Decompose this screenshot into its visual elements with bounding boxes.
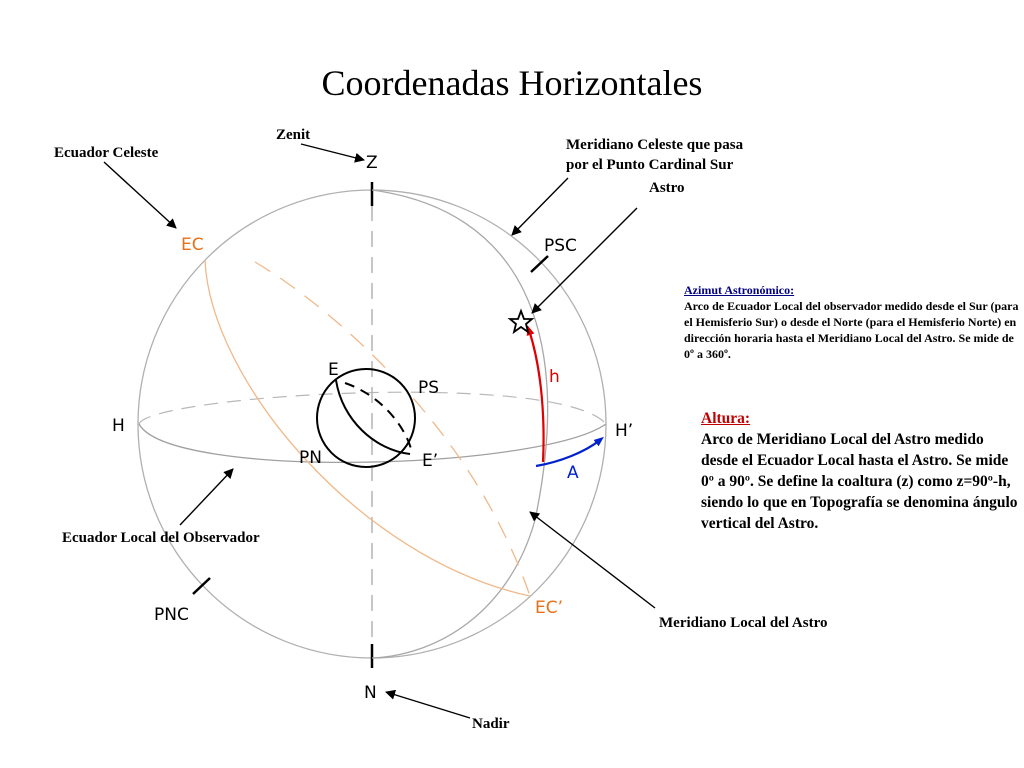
- page-title: Coordenadas Horizontales: [321, 63, 703, 103]
- ecuador-celeste-label: Ecuador Celeste: [54, 145, 159, 161]
- celestial-equator-back: [254, 261, 531, 597]
- astro-arrow: [531, 207, 638, 314]
- point-e-label: E: [328, 360, 339, 380]
- celestial-meridian: [371, 189, 549, 659]
- ecuador-local-arrow: [179, 468, 234, 526]
- astro-star-icon: [507, 308, 535, 335]
- ecuador-local-label: Ecuador Local del Observador: [62, 530, 260, 546]
- altura-heading: Altura:: [701, 410, 751, 427]
- altura-text: Arco de Meridiano Local del Astro medido…: [701, 431, 1018, 532]
- altura-arc: [526, 325, 545, 463]
- astro-label: Astro: [649, 180, 685, 196]
- point-ps-label: PS: [418, 378, 439, 398]
- meridiano-local-label: Meridiano Local del Astro: [659, 615, 827, 631]
- point-ec-prime-label: EC’: [535, 598, 563, 618]
- point-z-label: Z: [366, 153, 378, 173]
- point-a-azimut-label: A: [567, 463, 579, 483]
- point-e-prime-label: E’: [422, 451, 438, 471]
- point-h-altura-label: h: [549, 367, 560, 387]
- point-pn-label: PN: [299, 448, 322, 468]
- ecuador-celeste-arrow: [103, 161, 177, 229]
- azimut-note: Azimut Astronómico: Arco de Ecuador Loca…: [684, 282, 1019, 362]
- point-h-prime-label: H’: [615, 421, 633, 441]
- azimut-text: Arco de Ecuador Local del observador med…: [684, 299, 1019, 361]
- psc-tick: [530, 255, 549, 273]
- celestial-equator-front: [204, 259, 531, 597]
- pnc-tick: [192, 577, 211, 595]
- meridiano-celeste-label-2: por el Punto Cardinal Sur: [566, 157, 734, 173]
- meridiano-celeste-arrow: [511, 177, 569, 236]
- azimut-heading: Azimut Astronómico:: [684, 283, 795, 297]
- point-n-label: N: [364, 683, 377, 703]
- azimut-arc: [535, 436, 604, 468]
- zenit-label: Zenit: [276, 127, 310, 143]
- point-pnc-label: PNC: [154, 605, 189, 625]
- altura-note: Altura: Arco de Meridiano Local del Astr…: [701, 408, 1021, 534]
- local-equator-front: [138, 423, 607, 463]
- point-h-label: H: [112, 416, 125, 436]
- point-psc-label: PSC: [544, 236, 577, 256]
- meridiano-local-arrow: [529, 511, 656, 609]
- local-equator-back: [138, 391, 607, 425]
- meridiano-celeste-label-1: Meridiano Celeste que pasa: [566, 137, 744, 153]
- point-ec-label: EC: [181, 235, 204, 255]
- nadir-label: Nadir: [472, 716, 510, 732]
- small-sphere-equator-front: [335, 379, 411, 455]
- small-sphere: [316, 368, 416, 468]
- small-sphere-equator-back: [344, 382, 413, 453]
- zenit-arrow: [300, 143, 365, 163]
- nadir-arrow: [385, 689, 471, 719]
